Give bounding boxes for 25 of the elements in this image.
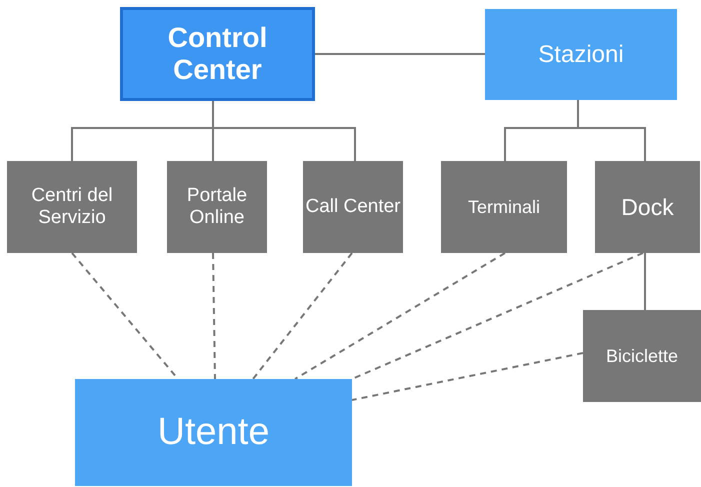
control-center-box (120, 7, 315, 101)
component-box (595, 161, 700, 253)
node-label: Utente (158, 410, 270, 454)
component-box (441, 161, 567, 253)
station-box (485, 9, 677, 100)
user-box (75, 379, 352, 486)
node-label: Terminali (468, 196, 540, 218)
component-box (583, 310, 701, 402)
node-label: Dock (621, 194, 674, 220)
node-label: Portale Online (186, 185, 248, 229)
node-label: Control Center (166, 22, 268, 86)
node-label: Call Center (305, 196, 401, 218)
dashed-connector (352, 352, 584, 401)
dashed-connector (294, 252, 506, 380)
node-label: Stazioni (538, 40, 624, 68)
dashed-connector (212, 252, 216, 380)
connector-line (644, 253, 646, 310)
service-box (7, 161, 137, 253)
service-box (167, 161, 267, 253)
connector-line (315, 53, 485, 55)
dashed-connector (352, 252, 644, 380)
node-label: Centri del Servizio (30, 185, 114, 229)
dashed-connector (252, 252, 353, 380)
node-label: Biciclette (606, 346, 678, 366)
service-box (303, 161, 403, 253)
